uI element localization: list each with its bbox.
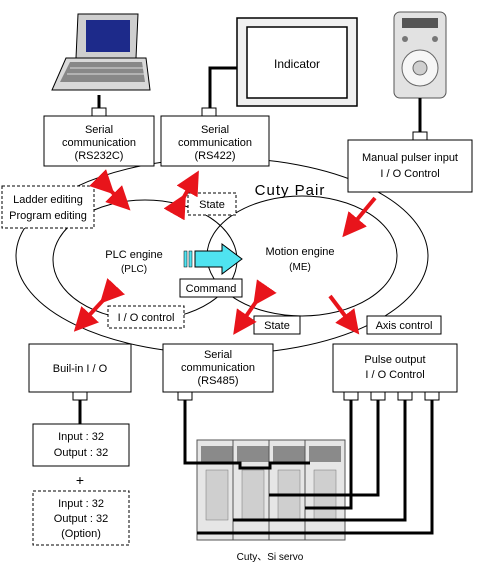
io-option-line1: Input : 32 xyxy=(58,498,104,510)
pulse-line1: Pulse output xyxy=(364,354,425,366)
builtin-io-label: Buil-in I / O xyxy=(53,363,108,375)
io-control-tag: I / O control xyxy=(107,305,185,329)
plc-engine-label: PLC engine xyxy=(105,249,163,261)
pulse-port-3 xyxy=(397,391,413,401)
plc-engine-sub: (PLC) xyxy=(121,264,147,275)
servo-drive-3 xyxy=(268,439,310,541)
rs485-line3: (RS485) xyxy=(198,375,239,387)
pulse-output-box: Pulse output I / O Control xyxy=(332,343,458,393)
pulser-port xyxy=(412,131,428,141)
io-option-box: Input : 32 Output : 32 (Option) xyxy=(32,490,130,546)
state-top-label: State xyxy=(199,199,225,211)
state-tag-top: State xyxy=(187,192,237,216)
arrow-rs422-plc xyxy=(163,170,199,221)
arrow-pulser-motion xyxy=(342,196,377,238)
servo-drives xyxy=(196,439,346,541)
servo-drive-2 xyxy=(232,439,274,541)
motion-engine-label: Motion engine xyxy=(265,246,334,258)
command-label: Command xyxy=(186,283,237,295)
manual-pulser-box: Manual pulser input I / O Control xyxy=(347,139,473,193)
command-tag: Command xyxy=(179,278,243,298)
servo-caption: Cuty、Si servo xyxy=(237,552,304,563)
serial-rs232c-box: Serial communication (RS232C) xyxy=(43,115,155,167)
pulse-port-2 xyxy=(370,391,386,401)
serial-rs422-box: Serial communication (RS422) xyxy=(160,115,270,167)
servo-wiring xyxy=(183,400,434,535)
pulser-line1: Manual pulser input xyxy=(362,152,458,164)
manual-pulser-icon xyxy=(393,11,447,99)
io-option-line3: (Option) xyxy=(61,528,101,540)
command-arrow xyxy=(183,243,243,275)
pulse-port-4 xyxy=(424,391,440,401)
laptop-port xyxy=(91,107,107,117)
io-base-line1: Input : 32 xyxy=(58,431,104,443)
serial-rs485-box: Serial communication (RS485) xyxy=(162,343,274,393)
rs232c-line3: (RS232C) xyxy=(75,150,124,162)
rs232c-line1: Serial xyxy=(85,124,113,136)
arrow-motion-pulse xyxy=(328,294,360,335)
ladder-line2: Program editing xyxy=(9,210,87,222)
io-base-box: Input : 32 Output : 32 xyxy=(32,423,130,467)
red-arrows xyxy=(73,169,377,335)
io-base-line2: Output : 32 xyxy=(54,447,108,459)
state-tag-bottom: State xyxy=(253,315,301,335)
axis-control-label: Axis control xyxy=(376,320,433,332)
ladder-editing-box: Ladder editing Program editing xyxy=(1,185,95,229)
builtin-io-box: Buil-in I / O xyxy=(28,343,132,393)
arrow-ladder-plc xyxy=(89,169,131,211)
builtin-io-port xyxy=(72,391,88,401)
indicator-label: Indicator xyxy=(274,57,320,71)
arrow-motion-rs485 xyxy=(233,279,277,335)
rs232c-line2: communication xyxy=(62,137,136,149)
state-bottom-label: State xyxy=(264,320,290,332)
rs485-port xyxy=(177,391,193,401)
io-option-line2: Output : 32 xyxy=(54,513,108,525)
rs422-line2: communication xyxy=(178,137,252,149)
laptop-icon xyxy=(51,13,151,91)
arrow-plc-builtin-io xyxy=(73,278,125,332)
indicator-port xyxy=(201,107,217,117)
pulser-line2: I / O Control xyxy=(380,168,439,180)
rs422-line3: (RS422) xyxy=(195,150,236,162)
pulse-port-1 xyxy=(343,391,359,401)
io-control-label: I / O control xyxy=(118,312,175,324)
rs485-line2: communication xyxy=(181,362,255,374)
ladder-line1: Ladder editing xyxy=(13,194,83,206)
cuty-pair-title: Cuty Pair xyxy=(255,182,326,199)
indicator-panel: Indicator xyxy=(236,17,358,107)
motion-engine-sub: (ME) xyxy=(289,262,311,273)
rs485-line1: Serial xyxy=(204,349,232,361)
servo-drive-4 xyxy=(304,439,346,541)
rs422-line1: Serial xyxy=(201,124,229,136)
servo-drive-1 xyxy=(196,439,238,541)
plus-sign: + xyxy=(76,472,84,488)
pulse-line2: I / O Control xyxy=(365,369,424,381)
axis-control-tag: Axis control xyxy=(366,315,442,335)
